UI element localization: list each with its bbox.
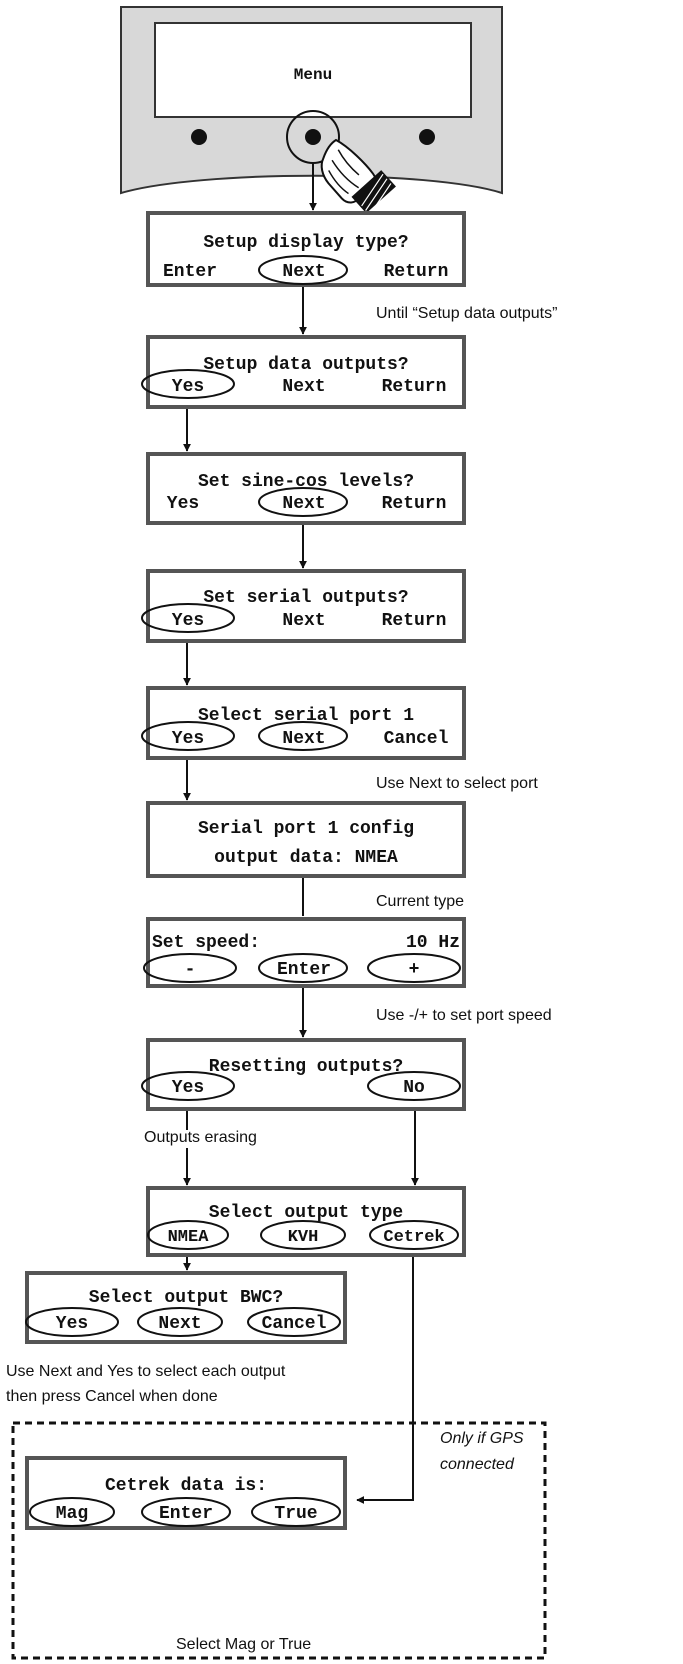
yes-highlight	[141, 1071, 235, 1101]
yes-button[interactable]: Yes	[172, 611, 204, 631]
device-screen-text: Menu	[294, 66, 332, 84]
yes-button[interactable]: Yes	[172, 729, 204, 749]
next-highlight	[258, 721, 348, 751]
screen-setup-display-type: Setup display type? Enter Next Return	[146, 211, 466, 287]
mag-highlight	[29, 1497, 115, 1527]
screen-line1: Select output BWC?	[89, 1288, 283, 1308]
yes-highlight	[141, 369, 235, 399]
next-highlight	[258, 487, 348, 517]
note-use-next-yes-line1: Use Next and Yes to select each output	[6, 1363, 286, 1380]
mag-button[interactable]: Mag	[56, 1504, 88, 1524]
arrow-12	[356, 1219, 414, 1504]
plus-highlight	[367, 953, 461, 983]
yes-highlight	[25, 1307, 119, 1337]
screen-line2: output data: NMEA	[214, 848, 398, 868]
yes-button[interactable]: Yes	[172, 377, 204, 397]
screen-line1: Resetting outputs?	[209, 1057, 403, 1077]
yes-highlight	[141, 603, 235, 633]
minus-highlight	[143, 953, 237, 983]
screen-line1: Set serial outputs?	[203, 588, 408, 608]
yes-highlight	[141, 721, 235, 751]
note-only-if-gps-line1: Only if GPS	[440, 1430, 524, 1447]
cetrek-button[interactable]: Cetrek	[383, 1228, 444, 1247]
screen-setup-data-outputs: Setup data outputs? Yes Next Return	[141, 335, 466, 409]
true-button[interactable]: True	[274, 1504, 317, 1524]
next-button[interactable]: Next	[282, 494, 325, 514]
nmea-button[interactable]: NMEA	[168, 1228, 210, 1247]
note-until: Until “Setup data outputs”	[376, 305, 557, 322]
screen-serial-port-config: Serial port 1 config output data: NMEA	[146, 801, 466, 878]
cancel-highlight	[247, 1307, 341, 1337]
next-button[interactable]: Next	[282, 377, 325, 397]
enter-highlight	[141, 1497, 231, 1527]
screen-select-output-type: Select output type NMEA KVH Cetrek	[146, 1186, 466, 1257]
yes-button[interactable]: Yes	[56, 1314, 88, 1334]
note-current-type: Current type	[376, 893, 464, 910]
cancel-button[interactable]: Cancel	[262, 1314, 327, 1334]
yes-button[interactable]: Yes	[167, 494, 199, 514]
right-knob[interactable]	[419, 129, 435, 145]
plus-button[interactable]: +	[409, 960, 420, 980]
screen-line1: Select serial port 1	[198, 706, 414, 726]
note-use-next-port: Use Next to select port	[376, 775, 538, 792]
device-screen	[154, 22, 472, 118]
yes-button[interactable]: Yes	[172, 1078, 204, 1098]
cetrek-highlight	[369, 1220, 459, 1250]
nmea-highlight	[147, 1220, 229, 1250]
center-knob[interactable]	[305, 129, 321, 145]
screen-line1: Setup display type?	[203, 233, 408, 253]
screen-line1-label: Set speed:	[152, 933, 260, 953]
enter-highlight	[258, 953, 348, 983]
screen-cetrek-data: Cetrek data is: Mag Enter True	[25, 1456, 347, 1530]
return-button[interactable]: Return	[384, 262, 449, 282]
kvh-button[interactable]: KVH	[288, 1228, 319, 1247]
return-button[interactable]: Return	[382, 377, 447, 397]
no-button[interactable]: No	[403, 1078, 425, 1098]
minus-button[interactable]: -	[185, 960, 196, 980]
screen-select-output-bwc: Select output BWC? Yes Next Cancel	[25, 1271, 347, 1344]
screen-set-speed: Set speed: 10 Hz - Enter +	[143, 917, 466, 988]
cancel-button[interactable]: Cancel	[384, 729, 449, 749]
screen-set-sine-cos-levels: Set sine-cos levels? Yes Next Return	[146, 452, 466, 525]
note-only-if-gps-line2: connected	[440, 1456, 515, 1473]
next-button[interactable]: Next	[282, 729, 325, 749]
note-outputs-erasing: Outputs erasing	[144, 1129, 257, 1146]
return-button[interactable]: Return	[382, 611, 447, 631]
screen-line1: Setup data outputs?	[203, 355, 408, 375]
next-highlight	[137, 1307, 223, 1337]
enter-button[interactable]: Enter	[163, 262, 217, 282]
screen-select-serial-port: Select serial port 1 Yes Next Cancel	[141, 686, 466, 760]
note-use-minus-plus: Use -/+ to set port speed	[376, 1007, 552, 1024]
screen-line1: Cetrek data is:	[105, 1476, 267, 1496]
true-highlight	[251, 1497, 341, 1527]
enter-button[interactable]: Enter	[159, 1504, 213, 1524]
left-knob[interactable]	[191, 129, 207, 145]
next-button[interactable]: Next	[158, 1314, 201, 1334]
note-select-mag-true: Select Mag or True	[176, 1636, 311, 1653]
next-highlight	[258, 255, 348, 285]
next-button[interactable]: Next	[282, 262, 325, 282]
screen-resetting-outputs: Resetting outputs? Yes No	[141, 1038, 466, 1111]
screen-line1: Set sine-cos levels?	[198, 472, 414, 492]
kvh-highlight	[260, 1220, 346, 1250]
next-button[interactable]: Next	[282, 611, 325, 631]
hand-pointer-icon	[320, 138, 396, 216]
screen-line1: Select output type	[209, 1203, 403, 1223]
screen-line1: Serial port 1 config	[198, 819, 414, 839]
return-button[interactable]: Return	[382, 494, 447, 514]
note-use-next-yes-line2: then press Cancel when done	[6, 1388, 218, 1405]
no-highlight	[367, 1071, 461, 1101]
gps-only-region	[11, 1421, 547, 1660]
device-panel: Menu	[120, 6, 503, 216]
screen-set-serial-outputs: Set serial outputs? Yes Next Return	[141, 569, 466, 643]
enter-button[interactable]: Enter	[277, 960, 331, 980]
speed-value: 10 Hz	[406, 933, 460, 953]
